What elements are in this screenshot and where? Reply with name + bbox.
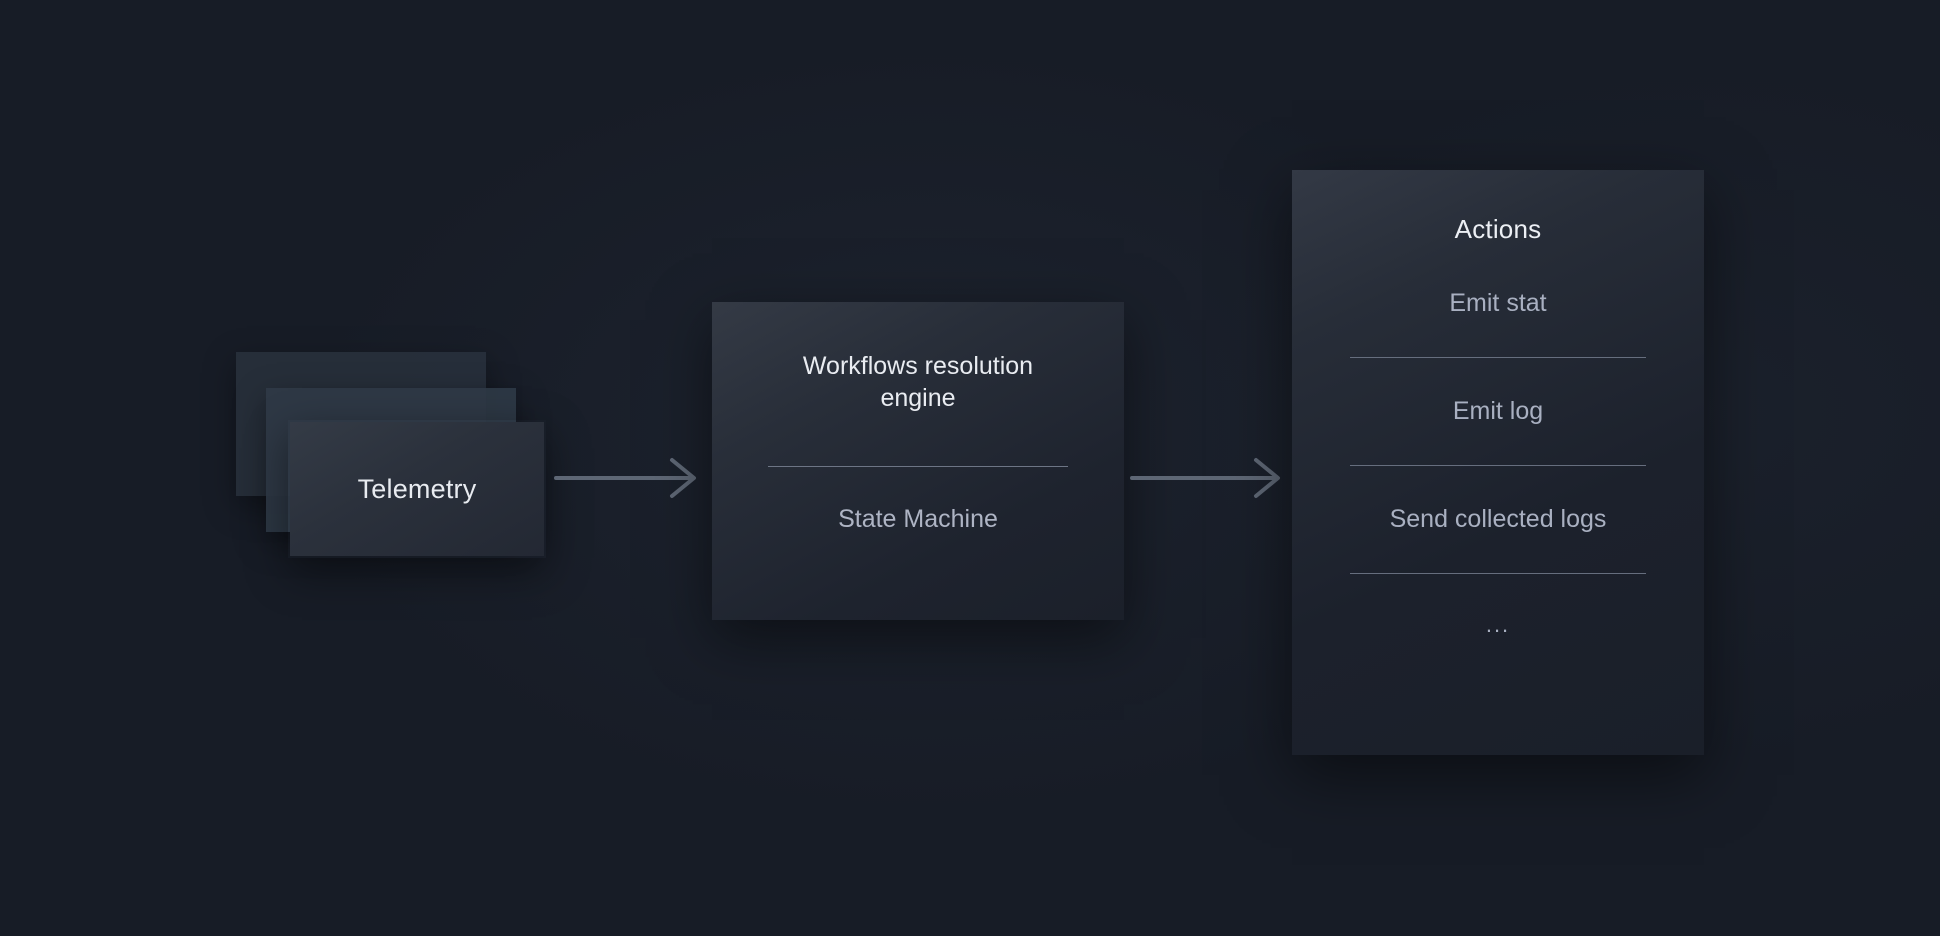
actions-content: Actions Emit stat Emit log Send collecte…: [1292, 170, 1704, 755]
arrow-telemetry-to-engine: [554, 458, 696, 498]
actions-node[interactable]: Actions Emit stat Emit log Send collecte…: [1289, 167, 1707, 758]
engine-subtitle: State Machine: [838, 505, 998, 533]
engine-divider: [768, 466, 1068, 467]
action-item-send-collected-logs[interactable]: Send collected logs: [1389, 505, 1607, 533]
action-divider-2: [1350, 465, 1646, 466]
telemetry-label: Telemetry: [357, 473, 477, 504]
action-item-emit-stat[interactable]: Emit stat: [1449, 289, 1547, 317]
action-divider-3: [1350, 573, 1646, 574]
telemetry-node[interactable]: Telemetry: [236, 352, 548, 558]
workflows-resolution-engine-node[interactable]: Workflows resolution engine State Machin…: [710, 300, 1126, 622]
engine-content: Workflows resolution engine State Machin…: [712, 302, 1124, 620]
action-item-emit-log[interactable]: Emit log: [1452, 397, 1544, 425]
action-item-more[interactable]: ...: [1485, 612, 1511, 637]
arrow-engine-to-actions: [1130, 458, 1280, 498]
actions-title: Actions: [1454, 214, 1542, 244]
telemetry-card-front[interactable]: Telemetry: [288, 420, 546, 558]
engine-title: Workflows resolution engine: [802, 352, 1034, 412]
action-divider-1: [1350, 357, 1646, 358]
